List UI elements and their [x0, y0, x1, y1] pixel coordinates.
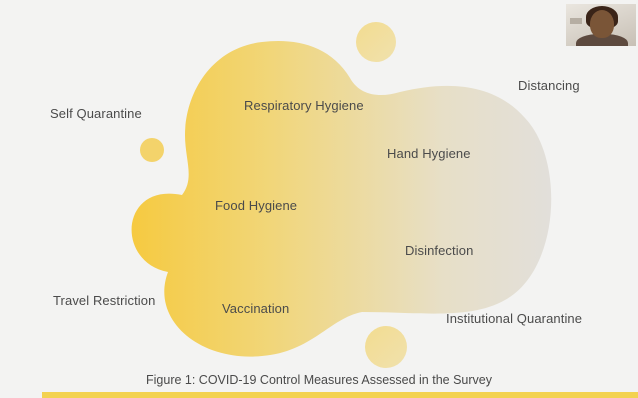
measure-label-self-quarantine: Self Quarantine: [50, 106, 142, 121]
measure-label-food-hygiene: Food Hygiene: [215, 198, 298, 213]
accent-bar: [42, 392, 638, 398]
dot-bottom: [365, 326, 407, 368]
measure-label-disinfection: Disinfection: [405, 243, 474, 258]
cloud-shape: [131, 40, 552, 357]
dot-left: [140, 138, 164, 162]
measure-label-vaccination: Vaccination: [222, 301, 290, 316]
measure-label-distancing: Distancing: [518, 78, 580, 93]
participant-video-thumbnail[interactable]: [566, 4, 636, 46]
figure-caption: Figure 1: COVID-19 Control Measures Asse…: [146, 373, 492, 387]
dot-top: [356, 22, 396, 62]
background-shelf: [570, 18, 582, 24]
measure-label-travel-restriction: Travel Restriction: [53, 293, 156, 308]
participant-face: [590, 10, 614, 38]
participant-shoulders: [576, 34, 628, 46]
measure-label-hand-hygiene: Hand Hygiene: [387, 146, 471, 161]
measure-label-institutional-quarantine: Institutional Quarantine: [446, 311, 583, 326]
measure-label-respiratory-hygiene: Respiratory Hygiene: [244, 98, 364, 113]
